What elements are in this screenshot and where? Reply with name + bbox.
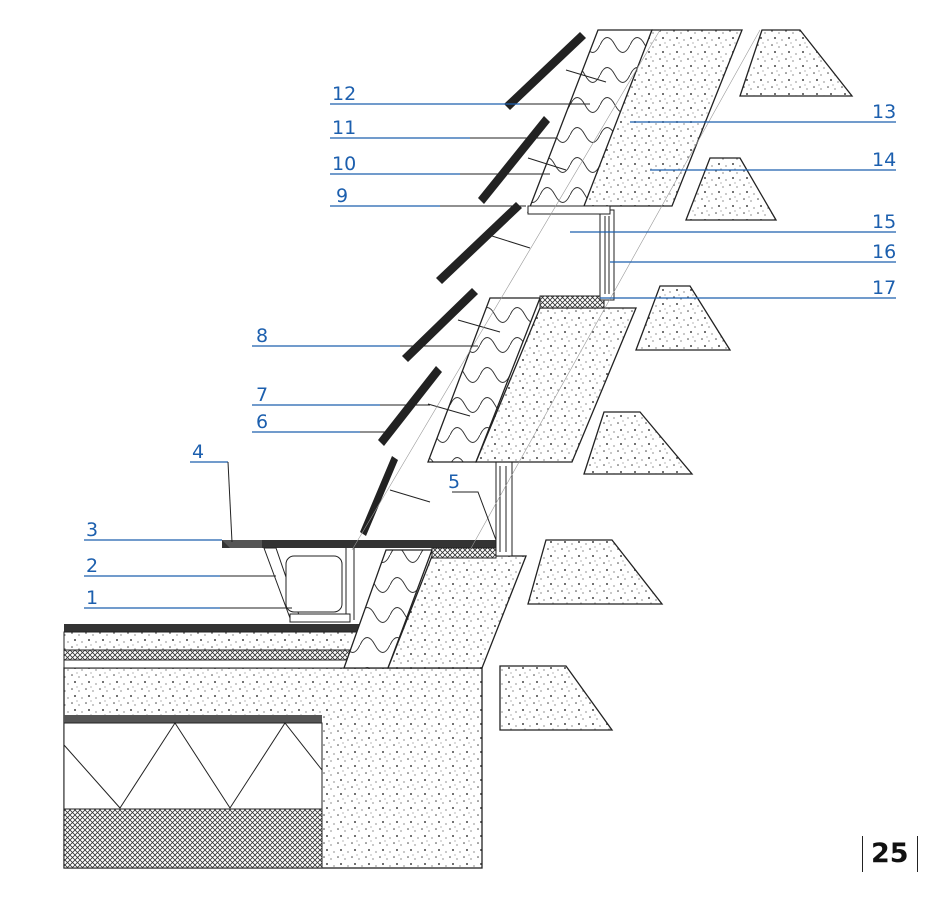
callout-2: 2 — [86, 555, 98, 577]
callout-8: 8 — [256, 325, 268, 347]
page-number: 25 — [862, 836, 918, 872]
guide-lines — [351, 29, 761, 551]
callout-9: 9 — [336, 185, 348, 207]
callout-7: 7 — [256, 384, 268, 406]
callout-labels: 12 11 10 9 8 7 6 4 3 2 1 5 13 14 15 16 1… — [86, 83, 896, 609]
callout-10: 10 — [332, 153, 356, 175]
callout-12: 12 — [332, 83, 356, 105]
callout-13: 13 — [872, 101, 896, 123]
base-slab — [63, 667, 483, 869]
callout-16: 16 — [872, 241, 896, 263]
terrace-buildup — [63, 624, 365, 669]
callout-14: 14 — [872, 149, 896, 171]
callout-4: 4 — [192, 441, 204, 463]
callout-6: 6 — [256, 411, 268, 433]
callout-11: 11 — [332, 117, 356, 139]
leader-lines — [84, 103, 896, 609]
lower-wall-step — [343, 459, 527, 669]
callout-3: 3 — [86, 519, 98, 541]
callout-5: 5 — [448, 471, 460, 493]
solar-panels — [360, 32, 607, 536]
callout-17: 17 — [872, 277, 896, 299]
upper-wall-step — [527, 29, 743, 215]
callout-1: 1 — [86, 587, 98, 609]
foundations — [499, 29, 854, 731]
callout-15: 15 — [872, 211, 896, 233]
